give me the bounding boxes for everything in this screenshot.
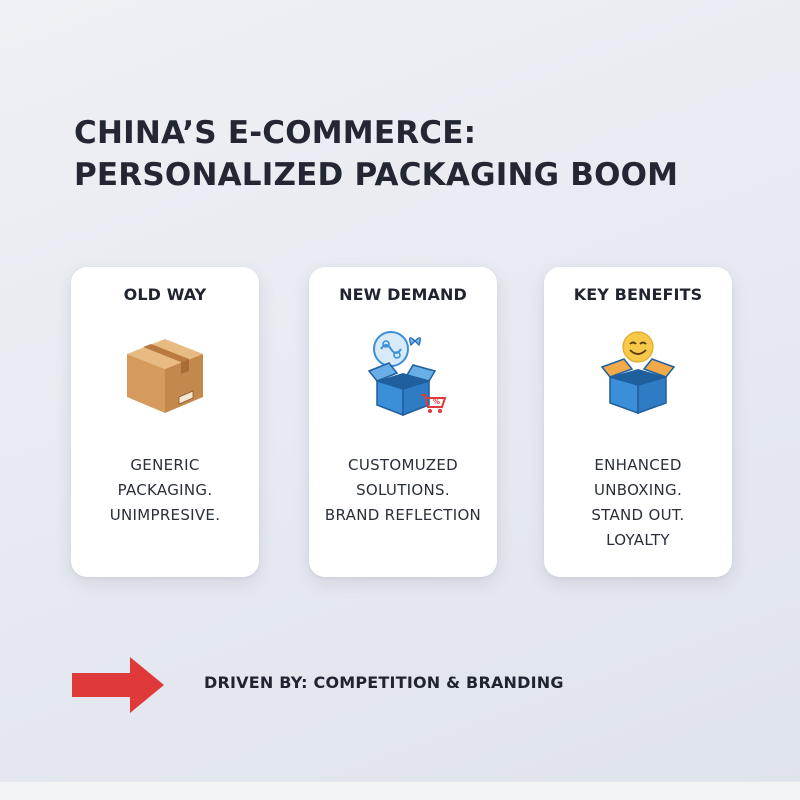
card-line: SOLUTIONS. [356, 481, 450, 499]
title-line-1: CHINA’S E-COMMERCE: [74, 115, 477, 151]
card-description: CUSTOMUZED SOLUTIONS. BRAND REFLECTION [313, 453, 493, 528]
card-line: BRAND REFLECTION [324, 506, 482, 524]
svg-text:%: % [433, 398, 440, 406]
card-line: UNBOXING. [593, 481, 683, 499]
card-line: LOYALTY [606, 531, 670, 549]
card-line: GENERIC [130, 456, 200, 474]
right-arrow-icon [72, 657, 164, 713]
card-heading: OLD WAY [123, 285, 207, 304]
bottom-band [0, 781, 800, 800]
card-description: GENERIC PACKAGING. UNIMPRESIVE. [75, 453, 255, 528]
card-line: UNIMPRESIVE. [109, 506, 221, 524]
cardboard-box-icon [127, 339, 203, 413]
custom-box-with-cart-icon: % [367, 331, 447, 417]
card-key-benefits: KEY BENEFITS ENHANCED UNBOXING. STAND OU… [544, 267, 732, 577]
card-line: PACKAGING. [117, 481, 213, 499]
card-description: ENHANCED UNBOXING. STAND OUT. LOYALTY [548, 453, 728, 553]
card-new-demand: NEW DEMAND % CUSTOMUZED SOLUTIONS. BRAND… [309, 267, 497, 577]
card-heading: NEW DEMAND [339, 285, 467, 304]
driver-caption: DRIVEN BY: COMPETITION & BRANDING [204, 673, 564, 692]
page-title: CHINA’S E-COMMERCE: PERSONALIZED PACKAGI… [74, 112, 678, 196]
card-heading: KEY BENEFITS [573, 285, 703, 304]
smiling-open-box-icon [600, 331, 676, 415]
title-line-2: PERSONALIZED PACKAGING BOOM [74, 157, 679, 193]
card-line: STAND OUT. [591, 506, 685, 524]
card-line: ENHANCED [594, 456, 682, 474]
card-line: CUSTOMUZED [348, 456, 458, 474]
card-old-way: OLD WAY GENERIC PACKAGING. UNIMPRESIVE. [71, 267, 259, 577]
